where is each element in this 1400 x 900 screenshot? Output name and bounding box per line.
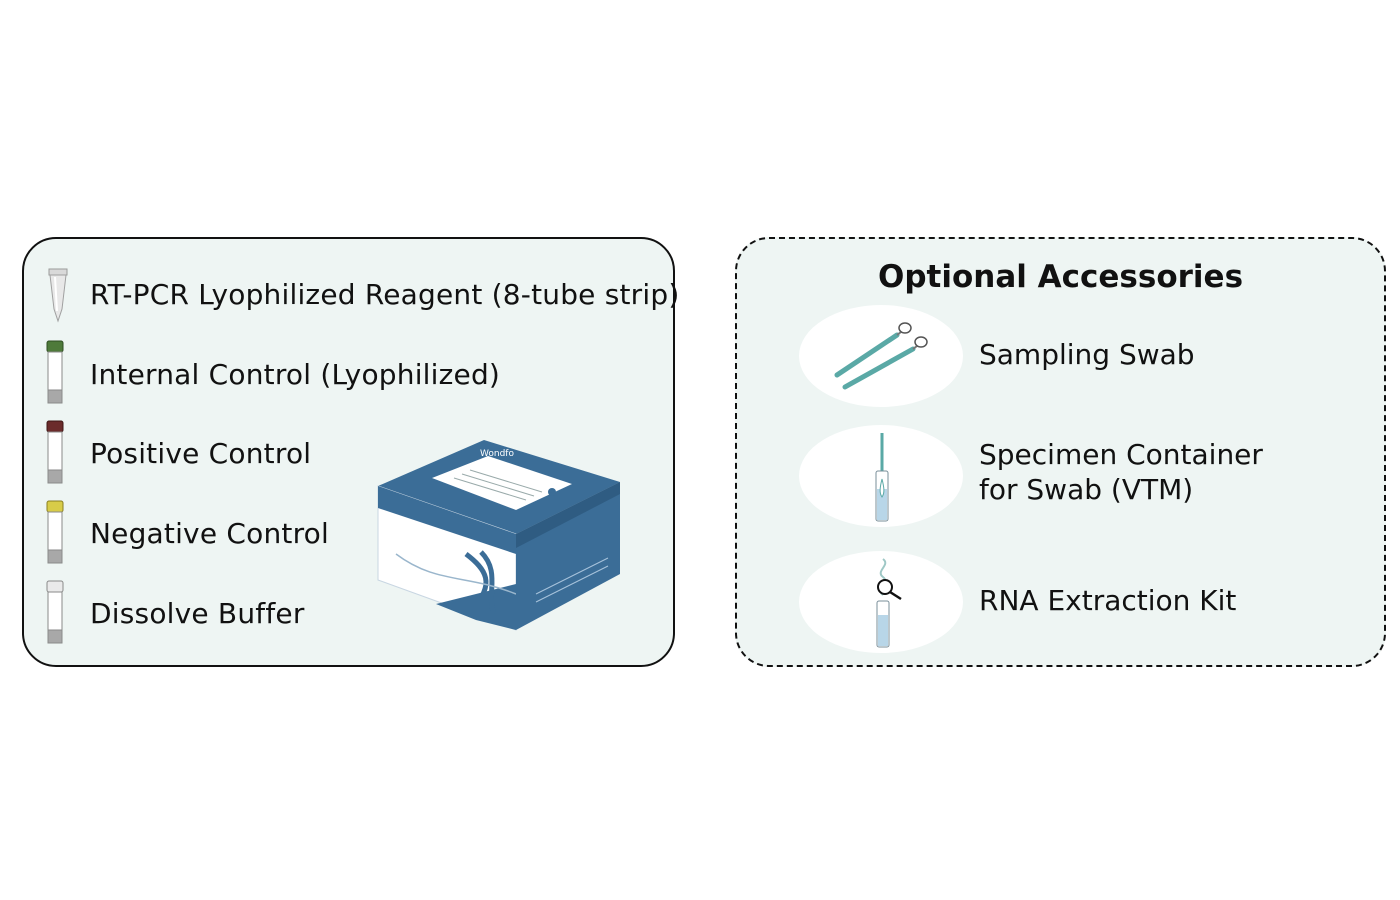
optional-accessories-panel: Optional Accessories Sampling Swab Speci… xyxy=(735,237,1386,667)
kit-item-label: Positive Control xyxy=(90,437,312,470)
red-cap-tube-icon xyxy=(46,420,64,484)
kit-item-label: RT-PCR Lyophilized Reagent (8-tube strip… xyxy=(90,278,680,311)
swab-oval xyxy=(799,305,963,407)
white-cap-tube-icon xyxy=(46,580,64,644)
kit-item-label: Negative Control xyxy=(90,517,329,550)
kit-item-label: Internal Control (Lyophilized) xyxy=(90,358,501,391)
rna-kit-icon xyxy=(876,558,902,648)
swab-icon xyxy=(834,322,928,390)
kit-item-label: Dissolve Buffer xyxy=(90,597,305,630)
green-cap-tube-icon xyxy=(46,340,64,404)
pcr-tube-icon xyxy=(48,268,68,323)
yellow-cap-tube-icon xyxy=(46,500,64,564)
accessories-title: Optional Accessories xyxy=(877,259,1244,295)
box-brand-logo: Wondfo xyxy=(480,449,514,459)
accessory-label-vtm: Specimen Container for Swab (VTM) xyxy=(979,438,1263,506)
accessory-label-rna: RNA Extraction Kit xyxy=(979,584,1237,617)
kit-contents-panel: RT-PCR Lyophilized Reagent (8-tube strip… xyxy=(22,237,679,667)
accessory-label-swab: Sampling Swab xyxy=(979,338,1195,371)
kit-box-icon: Wondfo xyxy=(377,440,620,631)
vtm-tube-icon xyxy=(875,433,889,522)
